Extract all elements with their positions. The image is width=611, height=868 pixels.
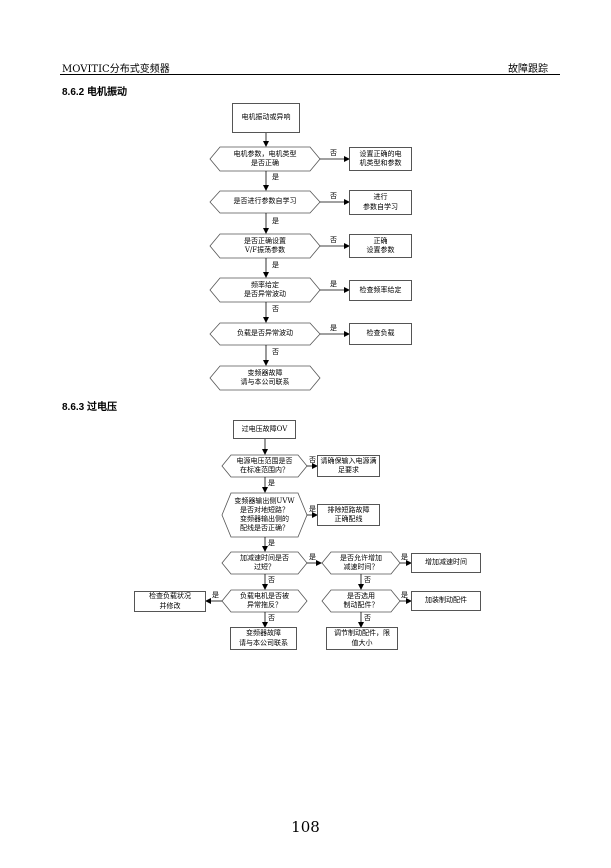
- s2-start-box: 过电压故障OV: [233, 420, 296, 439]
- s1-label-no-5: 否: [272, 348, 279, 356]
- s1-label-yes-5: 是: [330, 324, 337, 332]
- s2-action-add-brake: 加装制动配件: [411, 591, 481, 611]
- s1-label-yes-2: 是: [272, 217, 279, 225]
- s2-decision-allow-decel: 是否允许增加 减速时间？: [340, 553, 382, 571]
- s1-label-yes-3: 是: [272, 261, 279, 269]
- header-left: MOVITIC分布式变频器: [62, 64, 170, 75]
- s1-label-no-4: 否: [272, 305, 279, 313]
- s1-label-yes-1: 是: [272, 173, 279, 181]
- s1-label-yes-4: 是: [330, 280, 337, 288]
- s1-action-check-frequency: 检查频率给定: [349, 280, 412, 301]
- s2-end-contact: 变频器故障 请与本公司联系: [230, 627, 297, 650]
- s1-action-set-motor-params: 设置正确的电 机类型和参数: [349, 147, 412, 171]
- s1-decision-motor-params: 电机参数，电机类型 是否正确: [233, 149, 297, 167]
- s2-decision-accel-time: 加减速时间是否 过短？: [240, 553, 289, 571]
- s1-end-shape: [209, 365, 321, 391]
- s2-action-check-supply: 请确保输入电源满 足要求: [317, 455, 380, 477]
- section-title-overvoltage: 8.6.3 过电压: [62, 402, 118, 413]
- s2-action-increase-decel: 增加减速时间: [411, 553, 481, 573]
- page-number: 108: [291, 818, 320, 836]
- s2-label-yes-5: 是: [212, 591, 219, 599]
- header-rule: [60, 74, 560, 75]
- s2-label-yes-1: 是: [268, 479, 275, 487]
- s2-diamond-5-shape: [221, 589, 308, 613]
- header-right: 故障跟踪: [508, 64, 548, 75]
- s2-action-adjust-brake: 调节制动配件，限 值大小: [326, 627, 398, 650]
- s2-label-no-1: 否: [309, 456, 316, 464]
- s2-label-yes-4: 是: [401, 553, 408, 561]
- s1-action-set-params: 正确 设置参数: [349, 234, 412, 258]
- s1-label-no-3: 否: [330, 236, 337, 244]
- s2-label-yes-2: 是: [309, 505, 316, 513]
- s2-label-yes-6: 是: [401, 591, 408, 599]
- s1-decision-autotune: 是否进行参数自学习: [233, 197, 297, 206]
- s2-action-check-load: 检查负载状况 并修改: [134, 591, 206, 612]
- s1-decision-frequency: 频率给定 是否异常波动: [244, 280, 286, 298]
- s2-label-no-6: 否: [364, 614, 371, 622]
- s2-decision-output-short: 变频器输出侧UVW 是否对地短路？ 变频器输出侧的 配线是否正确？: [234, 496, 295, 533]
- s2-label-no-5: 否: [268, 614, 275, 622]
- s1-decision-vf-params: 是否正确设置 V/F振荡参数: [244, 236, 286, 254]
- s2-label-yes-3: 是: [309, 553, 316, 561]
- s2-label-no-4: 否: [364, 576, 371, 584]
- s1-end-contact: 变频器故障 请与本公司联系: [240, 368, 290, 386]
- s1-action-check-load: 检查负载: [349, 323, 412, 345]
- s1-decision-load: 负载是否异常波动: [237, 329, 293, 338]
- s2-decision-supply-voltage: 电源电压范围是否 在标准范围内？: [236, 456, 293, 474]
- s1-label-no-1: 否: [330, 149, 337, 157]
- s2-action-fix-short: 排除短路故障 正确配线: [317, 504, 380, 526]
- s1-start-box: 电机振动或异响: [232, 103, 300, 133]
- s1-action-autotune: 进行 参数自学习: [349, 190, 412, 215]
- s2-label-yes-2b: 是: [268, 539, 275, 547]
- s2-decision-brake-option: 是否选用 制动配件？: [343, 591, 379, 609]
- s1-label-no-2: 否: [330, 192, 337, 200]
- section-title-motor-vibration: 8.6.2 电机振动: [62, 87, 128, 98]
- s2-decision-load-reversed: 负载电机是否被 异常拖反？: [240, 591, 289, 609]
- s2-label-no-3: 否: [268, 576, 275, 584]
